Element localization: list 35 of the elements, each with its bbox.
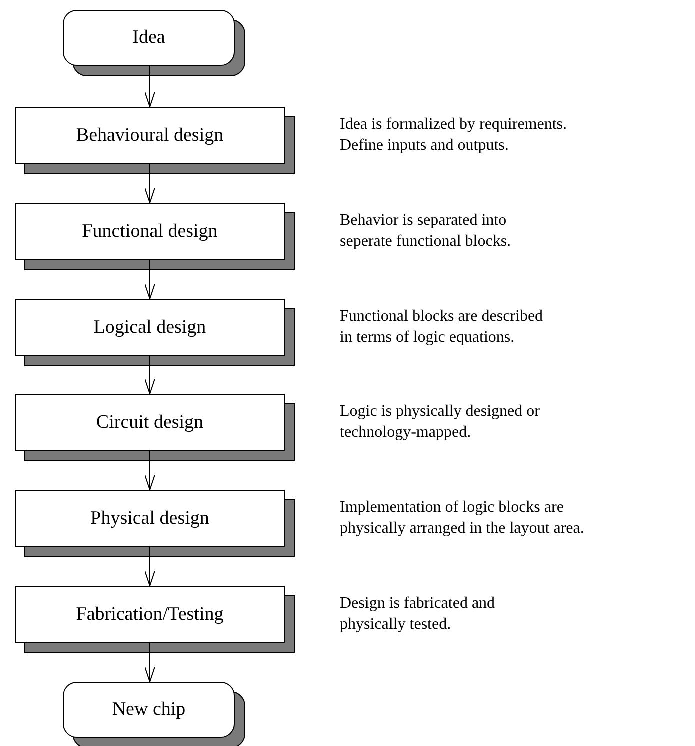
node-label: Functional design — [82, 220, 218, 244]
description-text: seperate functional blocks. — [340, 232, 512, 252]
node-label: Circuit design — [96, 410, 204, 434]
description-text: Behavior is separated into — [340, 211, 507, 231]
process-box — [15, 107, 285, 164]
description-text: in terms of logic equations. — [340, 328, 515, 348]
terminal-box — [63, 682, 235, 738]
description-text: technology-mapped. — [340, 423, 472, 443]
node-label: Logical design — [94, 316, 206, 340]
node-label: Behavioural design — [76, 124, 224, 148]
node-label: Physical design — [90, 506, 210, 530]
process-box — [15, 394, 285, 451]
description-text: physically tested. — [340, 615, 452, 635]
node-label: Idea — [132, 26, 166, 50]
arrow — [144, 546, 156, 586]
arrow — [144, 260, 156, 300]
description-text: physically arranged in the layout area. — [340, 519, 584, 539]
description-text: Logic is physically designed or — [340, 402, 540, 422]
process-box — [15, 299, 285, 356]
description-text: Functional blocks are described — [340, 307, 544, 327]
description-text: Design is fabricated and — [340, 594, 496, 614]
node-label: Fabrication/Testing — [76, 602, 224, 626]
arrow — [144, 356, 156, 394]
arrow — [144, 642, 156, 682]
arrow — [144, 450, 156, 490]
terminal-box — [63, 10, 235, 66]
arrow — [144, 164, 156, 204]
description-text: Idea is formalized by requirements. — [340, 115, 568, 135]
arrow — [144, 66, 156, 108]
process-box — [15, 586, 285, 643]
process-box — [15, 203, 285, 260]
process-box — [15, 490, 285, 547]
node-label: New chip — [112, 698, 186, 722]
description-text: Define inputs and outputs. — [340, 136, 509, 156]
description-text: Implementation of logic blocks are — [340, 498, 564, 518]
